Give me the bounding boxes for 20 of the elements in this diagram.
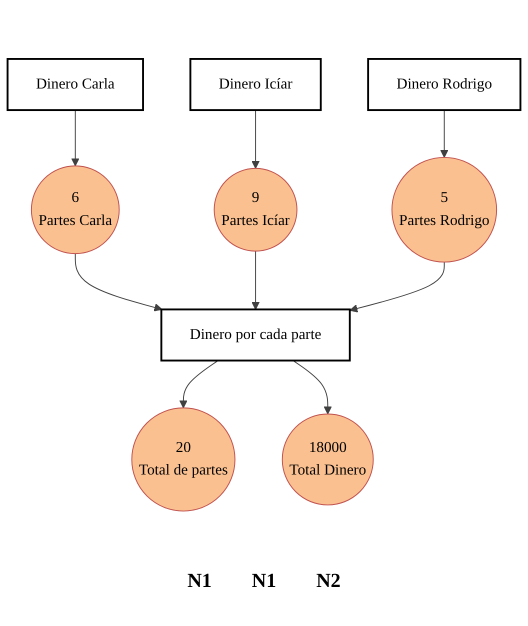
level-label: N1 bbox=[187, 570, 212, 593]
arrow bbox=[74, 253, 162, 312]
arrow bbox=[251, 250, 260, 310]
arrow bbox=[71, 110, 80, 166]
node-box: Dinero por cada parte bbox=[160, 308, 351, 362]
node-box: Dinero Carla bbox=[6, 58, 144, 112]
level-label: N2 bbox=[316, 570, 341, 593]
node-circle: 18000 Total Dinero bbox=[282, 414, 374, 506]
node-box: Dinero Icíar bbox=[189, 58, 322, 112]
arrow bbox=[292, 360, 332, 414]
arrow bbox=[251, 110, 260, 169]
node-box: Dinero Rodrigo bbox=[367, 58, 522, 112]
node-circle: 20 Total de partes bbox=[131, 407, 236, 512]
node-circle: 5 Partes Rodrigo bbox=[391, 156, 498, 263]
level-label: N1 bbox=[252, 570, 276, 593]
node-circle: 9 Partes Icíar bbox=[214, 168, 298, 252]
arrow bbox=[349, 262, 445, 313]
arrow bbox=[179, 360, 219, 408]
node-circle: 6 Partes Carla bbox=[30, 165, 120, 254]
arrow bbox=[440, 110, 448, 158]
